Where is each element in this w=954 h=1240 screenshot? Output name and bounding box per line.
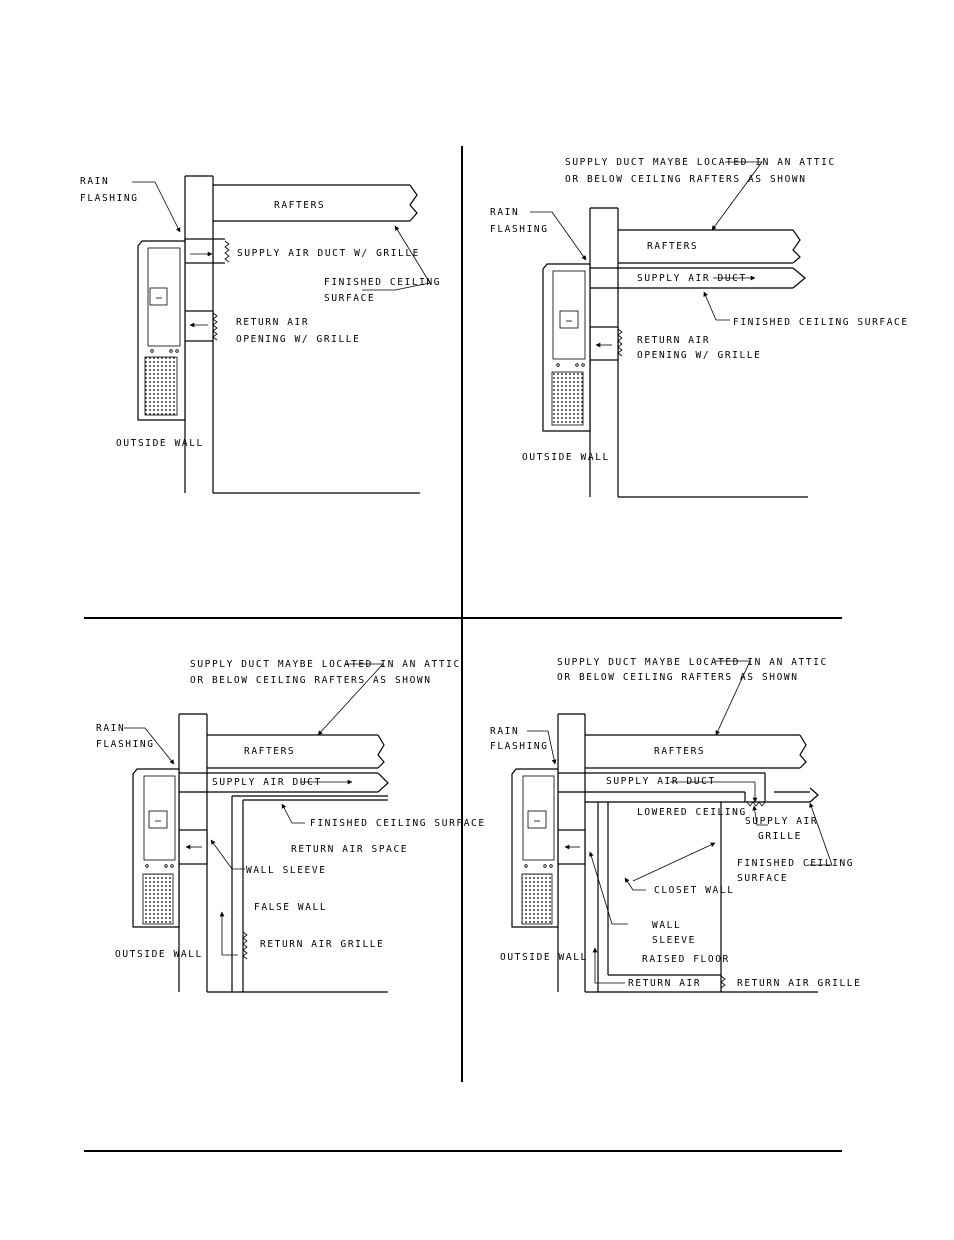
rain-flashing-label-a2: FLASHING bbox=[80, 193, 139, 204]
finished-ceiling-label-c: FINISHED CEILING SURFACE bbox=[310, 818, 486, 829]
supply-air-duct-label-b: SUPPLY AIR DUCT bbox=[637, 273, 747, 284]
wall-sleeve-label-d2: SLEEVE bbox=[652, 935, 696, 946]
finished-ceiling-label-a1: FINISHED CEILING bbox=[324, 277, 441, 288]
supply-note-b2: OR BELOW CEILING RAFTERS AS SHOWN bbox=[565, 174, 807, 185]
rain-flashing-label-d2: FLASHING bbox=[490, 741, 549, 752]
finished-ceiling-label-a2: SURFACE bbox=[324, 293, 375, 304]
return-air-grille-label-d: RETURN AIR GRILLE bbox=[737, 978, 861, 989]
outside-wall-label-b: OUTSIDE WALL bbox=[522, 452, 610, 463]
supply-note-c1: SUPPLY DUCT MAYBE LOCATED IN AN ATTIC bbox=[190, 659, 461, 670]
return-air-label-a1: RETURN AIR bbox=[236, 317, 309, 328]
rain-flashing-label-c2: FLASHING bbox=[96, 739, 155, 750]
supply-note-b1: SUPPLY DUCT MAYBE LOCATED IN AN ATTIC bbox=[565, 157, 836, 168]
panel-d-diagram: SUPPLY DUCT MAYBE LOCATED IN AN ATTIC OR… bbox=[490, 657, 861, 993]
wall-sleeve-label-c: WALL SLEEVE bbox=[246, 865, 327, 876]
outside-wall-label-c: OUTSIDE WALL bbox=[115, 949, 203, 960]
rafters-label-d: RAFTERS bbox=[654, 746, 705, 757]
rain-flashing-label-b2: FLASHING bbox=[490, 224, 549, 235]
panel-a-diagram: RAIN FLASHING RAFTERS SUPPLY AIR DUCT W/… bbox=[80, 175, 441, 494]
rain-flashing-label-b1: RAIN bbox=[490, 207, 519, 218]
supply-note-c2: OR BELOW CEILING RAFTERS AS SHOWN bbox=[190, 675, 432, 686]
false-wall-label-c: FALSE WALL bbox=[254, 902, 327, 913]
lowered-ceiling-label-d: LOWERED CEILING bbox=[637, 807, 747, 818]
supply-air-duct-label-a: SUPPLY AIR DUCT W/ GRILLE bbox=[237, 248, 420, 259]
rain-flashing-label-d1: RAIN bbox=[490, 726, 519, 737]
panel-dividers bbox=[84, 146, 842, 1152]
finished-ceiling-label-b: FINISHED CEILING SURFACE bbox=[733, 317, 909, 328]
hvac-unit-d bbox=[511, 768, 559, 928]
rafters-label-b: RAFTERS bbox=[647, 241, 698, 252]
closet-wall-label-d: CLOSET WALL bbox=[654, 885, 735, 896]
outside-wall-label-d: OUTSIDE WALL bbox=[500, 952, 588, 963]
hvac-unit-a bbox=[137, 240, 186, 424]
return-air-label-d: RETURN AIR bbox=[628, 978, 701, 989]
return-air-label-b1: RETURN AIR bbox=[637, 335, 710, 346]
panel-c-diagram: SUPPLY DUCT MAYBE LOCATED IN AN ATTIC OR… bbox=[96, 659, 486, 993]
return-air-space-label-c: RETURN AIR SPACE bbox=[291, 844, 408, 855]
return-air-label-b2: OPENING W/ GRILLE bbox=[637, 350, 761, 361]
wall-sleeve-label-d1: WALL bbox=[652, 920, 681, 931]
finished-ceiling-label-d2: SURFACE bbox=[737, 873, 788, 884]
raised-floor-label-d: RAISED FLOOR bbox=[642, 954, 730, 965]
hvac-unit-b bbox=[542, 263, 591, 432]
supply-air-duct-label-d: SUPPLY AIR DUCT bbox=[606, 776, 716, 787]
finished-ceiling-label-d1: FINISHED CEILING bbox=[737, 858, 854, 869]
outside-wall-label-a: OUTSIDE WALL bbox=[116, 438, 204, 449]
return-air-label-a2: OPENING W/ GRILLE bbox=[236, 334, 360, 345]
hvac-unit-c bbox=[132, 768, 180, 928]
panel-b-diagram: SUPPLY DUCT MAYBE LOCATED IN AN ATTIC OR… bbox=[490, 157, 909, 498]
supply-air-grille-label-d1: SUPPLY AIR bbox=[745, 816, 818, 827]
rafters-label-a: RAFTERS bbox=[274, 200, 325, 211]
supply-air-grille-label-d2: GRILLE bbox=[758, 831, 802, 842]
supply-note-d2: OR BELOW CEILING RAFTERS AS SHOWN bbox=[557, 672, 799, 683]
supply-note-d1: SUPPLY DUCT MAYBE LOCATED IN AN ATTIC bbox=[557, 657, 828, 668]
rain-flashing-label-a1: RAIN bbox=[80, 176, 109, 187]
rain-flashing-label-c1: RAIN bbox=[96, 723, 125, 734]
supply-air-duct-label-c: SUPPLY AIR DUCT bbox=[212, 777, 322, 788]
rafters-label-c: RAFTERS bbox=[244, 746, 295, 757]
return-air-grille-label-c: RETURN AIR GRILLE bbox=[260, 939, 384, 950]
